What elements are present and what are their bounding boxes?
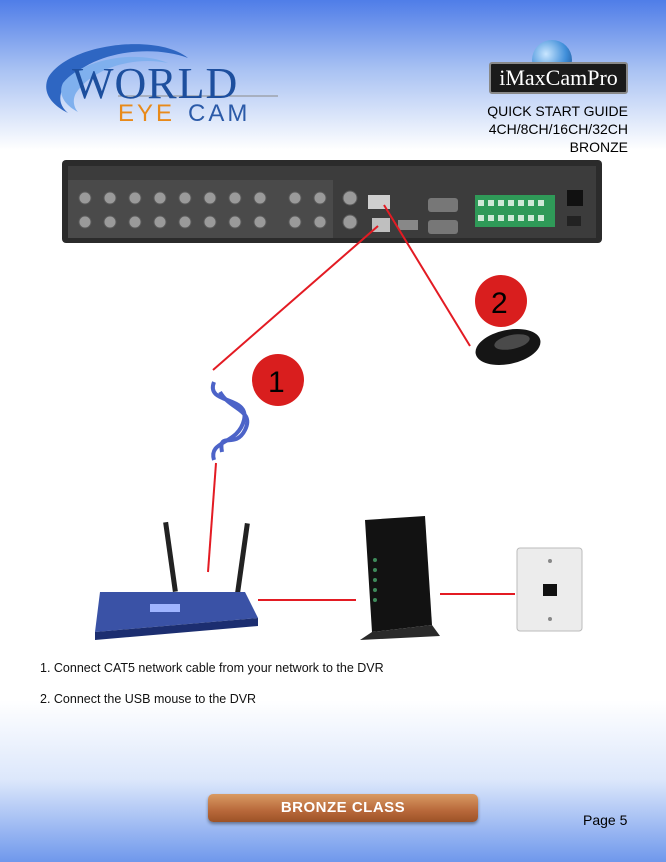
logo-world-text: WORLD bbox=[72, 59, 239, 108]
brand-label: iMaxCamPro bbox=[489, 62, 628, 94]
guide-line-3: BRONZE bbox=[569, 139, 628, 155]
wall-jack bbox=[516, 547, 583, 632]
guide-line-1: QUICK START GUIDE bbox=[487, 103, 628, 119]
badge-1-label: 1 bbox=[268, 366, 285, 399]
logo-cam-text: CAM bbox=[188, 100, 251, 127]
badge-2 bbox=[475, 275, 527, 327]
page-number: Page 5 bbox=[583, 812, 628, 828]
badge-1 bbox=[252, 354, 304, 406]
dvr-back-panel bbox=[62, 160, 602, 243]
cable-modem bbox=[360, 516, 440, 640]
world-eyecam-logo bbox=[46, 44, 278, 113]
bronze-class-banner: BRONZE CLASS bbox=[208, 794, 478, 822]
instruction-step-1: 1. Connect CAT5 network cable from your … bbox=[40, 661, 384, 675]
router bbox=[95, 521, 258, 640]
cat5-cable bbox=[210, 381, 250, 461]
guide-line-2: 4CH/8CH/16CH/32CH bbox=[488, 121, 628, 137]
logo-eye-text: EYE bbox=[118, 100, 176, 127]
usb-mouse bbox=[475, 329, 541, 365]
red-cables bbox=[207, 204, 515, 601]
guide-title: QUICK START GUIDE 4CH/8CH/16CH/32CH BRON… bbox=[487, 102, 628, 156]
badge-2-label: 2 bbox=[491, 287, 508, 320]
instruction-step-2: 2. Connect the USB mouse to the DVR bbox=[40, 692, 257, 706]
